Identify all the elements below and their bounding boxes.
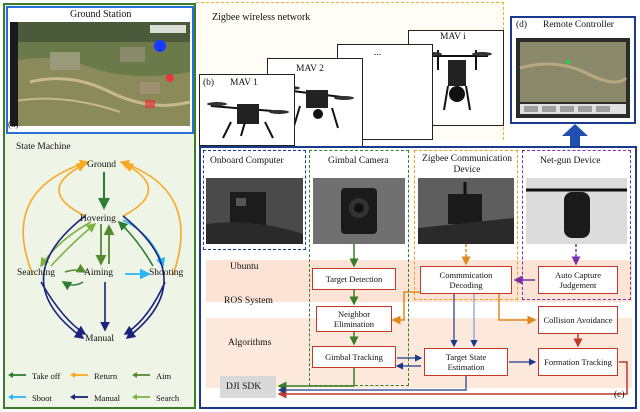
legend-label: Manual [94, 393, 120, 403]
neighbor-elimination-box: Neighbor Elimination [316, 306, 392, 332]
state-aiming: Aiming [84, 268, 114, 278]
target-detection-box: Target Detection [312, 268, 396, 290]
mav-1-label: MAV 1 [230, 78, 258, 88]
netgun-device-title: Net-gun Device [540, 156, 601, 166]
zigbee-device-image [418, 178, 514, 244]
zigbee-device-title: Zigbee Communication Device [422, 154, 512, 175]
ubuntu-label: Ubuntu [230, 262, 259, 272]
panel-c-connections [277, 244, 628, 399]
drone-image [422, 50, 492, 111]
onboard-computer-module [203, 150, 306, 250]
ground-station-title: Ground Station [70, 9, 132, 20]
netgun-device-image [526, 178, 627, 244]
state-hovering: Hovering [80, 214, 116, 224]
legend-item: Search [132, 388, 194, 406]
uplink-arrow [562, 124, 588, 148]
gimbal-camera-title: Gimbal Camera [328, 156, 389, 166]
ground-station-map-image [10, 22, 190, 126]
state-machine-diagram [22, 159, 182, 339]
legend-item: Take off [8, 366, 70, 384]
ros-system-label: ROS System [224, 296, 273, 306]
legend-item: Sboot [8, 388, 70, 406]
legend-label: Return [94, 371, 118, 381]
panel-c-tag: (c) [614, 390, 625, 400]
collision-avoidance-box: Collision Avoidance [538, 306, 618, 334]
state-machine-title: State Machine [16, 142, 71, 152]
gimbal-camera-module [309, 150, 409, 386]
dji-sdk-label: DJI SDK [226, 382, 262, 392]
legend-item: Return [70, 366, 132, 384]
legend-label: Take off [32, 371, 61, 381]
panel-a-tag: (a) [8, 120, 19, 130]
drone-image [207, 102, 289, 139]
legend-label: Aim [156, 371, 172, 381]
state-manual: Manual [85, 334, 115, 344]
legend-item: Manual [70, 388, 132, 406]
panel-d-tag: (d) [516, 20, 528, 30]
mav-2-label: MAV 2 [296, 64, 324, 74]
dji-sdk-bg [220, 376, 276, 398]
mav-dots-label: ... [374, 48, 382, 58]
legend-label: Search [156, 393, 180, 403]
legend-label: Sboot [32, 393, 52, 403]
mav-i-label: MAV i [440, 32, 466, 42]
panel-b-tag: (b) [203, 78, 215, 88]
target-state-estimation-box: Target State Estimation [424, 348, 508, 376]
state-legend: Take off Return Aim Sboot Manual Search [8, 364, 194, 406]
netgun-device-module [522, 150, 631, 300]
state-ground: Ground [87, 160, 117, 170]
legend-item: Aim [132, 366, 194, 384]
onboard-computer-title: Onboard Computer [210, 156, 284, 166]
state-shooting: Shooting [149, 268, 184, 278]
formation-tracking-box: Formation Tracking [538, 348, 618, 376]
state-searching: Searching [17, 268, 55, 278]
gimbal-tracking-box: Gimbal Tracking [312, 346, 396, 368]
remote-controller-title: Remote Controller [543, 20, 614, 30]
remote-controller-screen-image [516, 38, 630, 118]
onboard-computer-image [206, 178, 303, 244]
algorithms-label: Algorithms [228, 338, 272, 348]
auto-capture-judgement-box: Auto Capture Judgement [538, 266, 618, 294]
zigbee-network-title: Zigbee wireless network [212, 12, 311, 23]
gimbal-camera-image [313, 178, 405, 244]
communication-decoding-box: Commmication Decoding [420, 266, 512, 294]
zigbee-device-module [414, 150, 518, 300]
